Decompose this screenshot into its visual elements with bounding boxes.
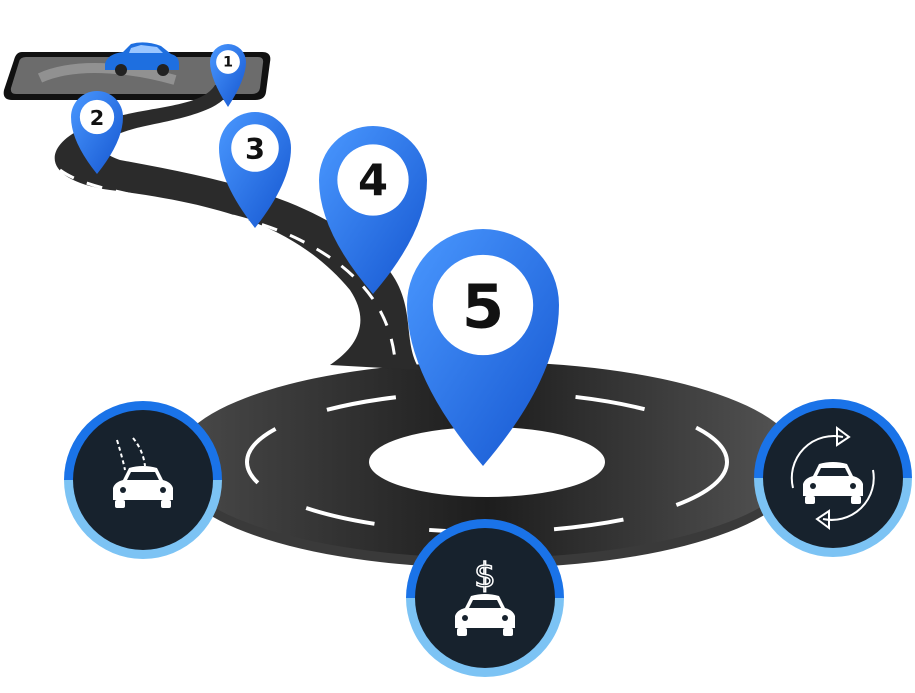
location-pin-2[interactable]: 2 bbox=[71, 91, 123, 174]
svg-text:$: $ bbox=[474, 556, 496, 596]
location-pin-3[interactable]: 3 bbox=[219, 112, 291, 228]
pin-inner-circle bbox=[337, 144, 409, 216]
feature-badges: $ bbox=[64, 399, 912, 677]
location-pin-5[interactable]: 5 bbox=[407, 229, 559, 466]
feature-badge-3[interactable] bbox=[754, 399, 912, 557]
pin-inner-circle bbox=[231, 124, 279, 172]
pin-inner-circle bbox=[79, 99, 115, 135]
car-on-road-icon bbox=[113, 437, 173, 508]
car-icon bbox=[105, 42, 179, 76]
pin-number: 2 bbox=[90, 106, 104, 130]
pin-number: 4 bbox=[358, 157, 388, 207]
pins: 1 2 3 4 5 bbox=[71, 44, 559, 466]
car-exchange-icon bbox=[790, 426, 875, 530]
pin-number: 5 bbox=[462, 272, 504, 342]
feature-badge-2[interactable]: $ bbox=[406, 519, 564, 677]
feature-badge-1[interactable] bbox=[64, 401, 222, 559]
pin-number: 1 bbox=[223, 55, 233, 71]
car-price-dollar-icon: $ bbox=[455, 555, 515, 636]
location-pin-4[interactable]: 4 bbox=[319, 126, 427, 294]
pin-inner-circle bbox=[432, 254, 534, 356]
pin-inner-circle bbox=[216, 50, 240, 74]
location-pin-1[interactable]: 1 bbox=[210, 44, 246, 107]
pin-number: 3 bbox=[245, 132, 265, 166]
